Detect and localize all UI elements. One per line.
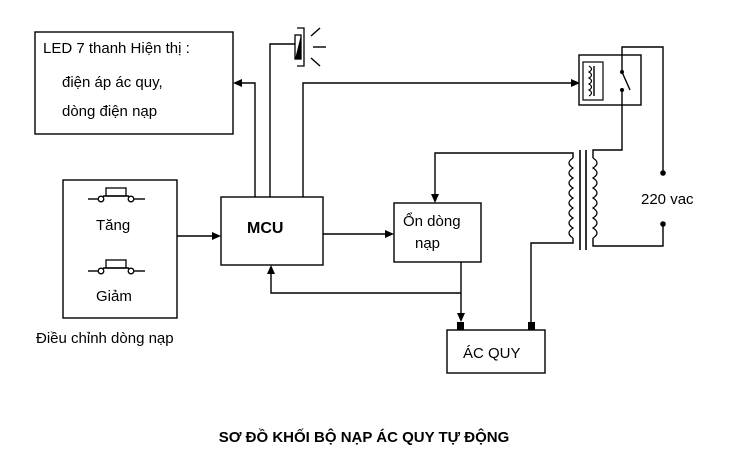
battery-terminal-left <box>457 322 464 330</box>
led-display-line3: dòng điện nạp <box>62 103 157 120</box>
adjust-buttons-block: Tăng Giảm <box>62 179 178 319</box>
increase-button-icon <box>88 187 145 203</box>
connection-wires <box>177 43 664 322</box>
led-display-line2: điện áp ác quy, <box>62 74 163 91</box>
battery-terminal-right <box>528 322 535 330</box>
regulator-line1: Ổn dòng <box>403 212 461 230</box>
diagram-title: SƠ ĐỒ KHỐI BỘ NẠP ÁC QUY TỰ ĐỘNG <box>219 428 510 446</box>
transformer-icon <box>568 150 598 250</box>
mains-supply: 220 vac <box>641 170 694 227</box>
decrease-label: Giảm <box>96 288 132 305</box>
mains-label: 220 vac <box>641 191 694 208</box>
adjust-caption: Điều chỉnh dòng nạp <box>36 330 174 347</box>
decrease-button-icon <box>88 259 145 275</box>
increase-label: Tăng <box>96 217 130 234</box>
mcu-block: MCU <box>220 196 324 266</box>
regulator-block: Ổn dòng nạp <box>393 202 482 263</box>
led-display-block: LED 7 thanh Hiện thị : điện áp ác quy, d… <box>34 31 234 135</box>
led-display-line1: LED 7 thanh Hiện thị : <box>43 40 190 57</box>
battery-label: ÁC QUY <box>463 345 521 362</box>
regulator-line2: nạp <box>415 235 440 252</box>
battery-block: ÁC QUY <box>446 322 546 374</box>
relay-icon <box>578 54 642 106</box>
speaker-icon <box>294 27 326 67</box>
mcu-label: MCU <box>247 220 283 237</box>
